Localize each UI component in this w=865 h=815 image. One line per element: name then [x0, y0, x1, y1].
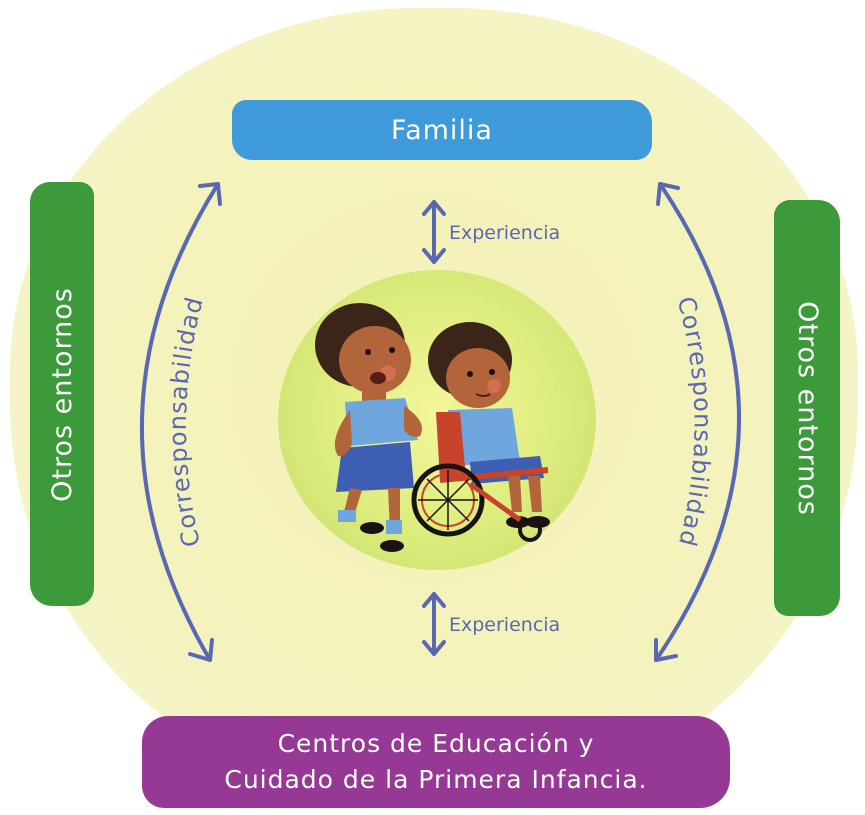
familia-banner: Familia	[232, 100, 652, 160]
left-corresponsabilidad-arrow	[140, 182, 222, 662]
top-experience-arrow	[422, 200, 446, 264]
top-experience-label: Experiencia	[449, 222, 561, 244]
familia-label: Familia	[391, 114, 493, 146]
right-arc-label: Corresponsabilidad	[671, 294, 716, 550]
left-otros-entornos-banner: Otros entornos	[30, 182, 94, 606]
bottom-experience-arrow	[422, 592, 446, 656]
right-corresponsabilidad-arrow	[654, 182, 741, 662]
left-otros-entornos-label: Otros entornos	[46, 286, 78, 502]
centros-label-line2: Cuidado de la Primera Infancia.	[224, 765, 648, 794]
centros-banner: Centros de Educación y Cuidado de la Pri…	[142, 716, 730, 808]
centros-label-line1: Centros de Educación y	[277, 729, 595, 758]
right-otros-entornos-label: Otros entornos	[791, 300, 823, 516]
left-arc-label: Corresponsabilidad	[164, 294, 209, 550]
bottom-experience-label: Experiencia	[449, 614, 561, 636]
right-otros-entornos-banner: Otros entornos	[774, 200, 840, 616]
boy-in-wheelchair-figure	[411, 322, 550, 542]
girl-figure	[315, 303, 422, 552]
